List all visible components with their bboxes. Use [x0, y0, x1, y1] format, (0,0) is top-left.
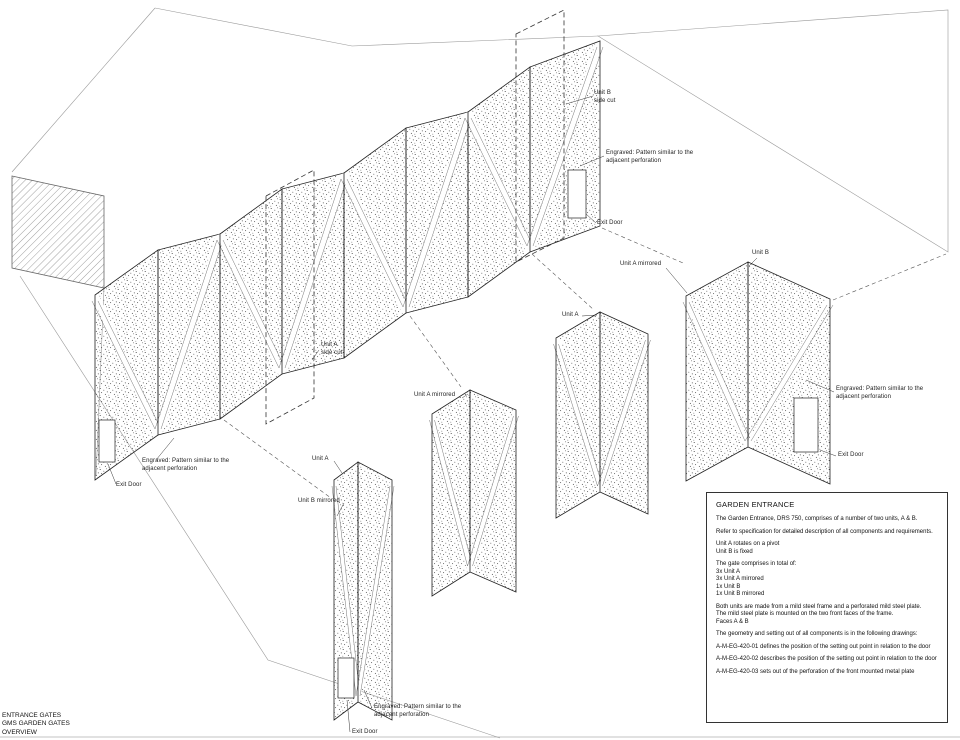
- annotation-unit-a-side-cut: Unit A side cut: [321, 342, 343, 356]
- title-block-line-1: ENTRANCE GATES: [2, 712, 62, 719]
- exit-door-unit4: [337, 657, 355, 699]
- cut-plane-unit-b: [515, 9, 565, 263]
- notes-paragraph: The Garden Entrance, DRS 750, comprises …: [716, 516, 918, 522]
- exploded-unit-3: [429, 389, 519, 597]
- gate-panel-2: [154, 232, 224, 437]
- annotation-unit-b-side-cut: Unit B side cut: [594, 90, 616, 104]
- notes-paragraph: The geometry and setting out of all comp…: [716, 631, 918, 637]
- annotation-unit-a-2: Unit A: [312, 456, 329, 462]
- annotation-engraved-top-right: Engraved: Pattern similar to the adjacen…: [606, 150, 694, 164]
- annotation-unit-b-mirrored: Unit B mirrored: [298, 498, 340, 504]
- gate-panel-6: [402, 110, 472, 315]
- annotation-exit-door-unit4: Exit Door: [352, 729, 378, 735]
- annotation-exit-door-panel8: Exit Door: [597, 220, 623, 226]
- exploded-unit-4: [331, 461, 395, 721]
- cut-plane-unit-a: [265, 169, 315, 425]
- exit-door-unit1: [793, 397, 819, 453]
- title-block: ENTRANCE GATES GMS GARDEN GATES OVERVIEW: [2, 712, 70, 737]
- explosion-reference-lines: [223, 227, 947, 499]
- gate-panel-8: [526, 39, 604, 254]
- notes-paragraph: A-M-EG-420-03 sets out of the perforatio…: [716, 668, 915, 675]
- notes-paragraph: The gate comprises in total of: 3x Unit …: [716, 561, 797, 597]
- notes-title: GARDEN ENTRANCE: [716, 500, 795, 509]
- title-block-line-3: OVERVIEW: [2, 728, 37, 736]
- gate-panel-5: [340, 127, 410, 359]
- leader-lines: [107, 95, 837, 733]
- exit-door-panel8: [567, 169, 587, 219]
- annotation-unit-a-mirrored-1: Unit A mirrored: [620, 261, 662, 267]
- notes-paragraph: Unit A rotates on a pivot Unit B is fixe…: [716, 541, 780, 555]
- annotation-engraved-unit1: Engraved: Pattern similar to the adjacen…: [836, 386, 924, 400]
- gate-panel-3: [216, 188, 286, 420]
- annotation-engraved-unit4: Engraved: Pattern similar to the adjacen…: [374, 704, 462, 718]
- notes-paragraph: Refer to specification for detailed desc…: [716, 528, 933, 535]
- annotation-unit-b: Unit B: [752, 250, 769, 256]
- annotation-exit-door-unit1: Exit Door: [838, 452, 864, 458]
- assembled-gate: [91, 39, 604, 481]
- annotation-exit-door-panel1: Exit Door: [116, 482, 142, 488]
- exploded-unit-1: [682, 261, 834, 485]
- exploded-unit-2: [553, 311, 651, 519]
- gate-panel-4: [278, 171, 348, 376]
- title-block-line-2: GMS GARDEN GATES: [2, 720, 70, 728]
- notes-paragraph: A-M-EG-420-01 defines the position of th…: [716, 643, 931, 650]
- cut-planes: [265, 9, 565, 425]
- annotation-unit-a-mirrored-2: Unit A mirrored: [414, 392, 456, 398]
- annotation-unit-a-1: Unit A: [562, 312, 579, 318]
- notes-panel: GARDEN ENTRANCE The Garden Entrance, DRS…: [706, 492, 948, 723]
- notes-paragraph: A-M-EG-420-02 describes the position of …: [716, 656, 937, 662]
- wall-block: [11, 175, 105, 289]
- annotation-engraved-left: Engraved: Pattern similar to the adjacen…: [142, 458, 230, 472]
- notes-paragraph: Both units are made from a mild steel fr…: [716, 603, 922, 625]
- gate-panel-7: [464, 66, 534, 298]
- exit-door-panel1: [98, 419, 116, 463]
